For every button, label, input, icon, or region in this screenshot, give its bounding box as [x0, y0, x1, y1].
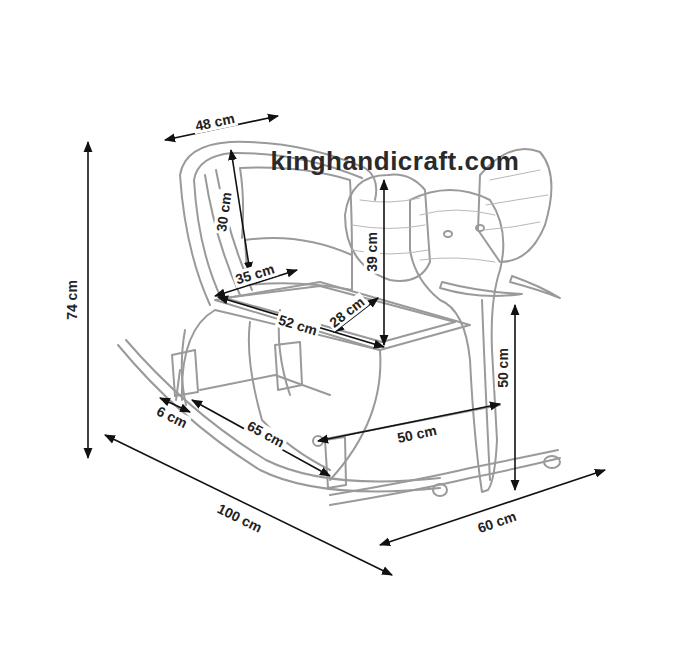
dimension-lines — [88, 116, 605, 575]
elephant-tusk — [510, 276, 560, 298]
dimension-label: 50 cm — [495, 346, 511, 390]
dimension-arrow — [514, 305, 516, 490]
dimension-arrow — [380, 470, 605, 545]
dimension-arrow — [383, 180, 385, 345]
dimension-label: 50 cm — [394, 422, 440, 447]
seat-frame — [182, 310, 380, 400]
leg — [330, 350, 380, 480]
rocker — [126, 340, 440, 481]
rocker-end — [433, 484, 447, 496]
leg — [249, 322, 330, 470]
dimension-label: 65 cm — [243, 417, 289, 452]
dimension-arrow — [192, 400, 330, 476]
binding — [172, 350, 198, 396]
rocker — [330, 450, 558, 495]
dimension-label: 6 cm — [152, 402, 191, 432]
dimension-label: 30 cm — [213, 189, 235, 235]
binding — [275, 342, 302, 390]
dimension-label: 28 cm — [325, 292, 369, 332]
wicker-texture — [352, 170, 548, 262]
elephant-head — [410, 190, 503, 492]
binding — [325, 437, 346, 488]
dimension-label: 39 cm — [364, 230, 380, 274]
elephant-eye — [476, 225, 484, 231]
elephant-eye — [444, 231, 452, 237]
chair-outline — [118, 142, 560, 505]
dimension-label: 74 cm — [64, 278, 80, 322]
rocker — [118, 345, 440, 491]
dimension-arrow — [231, 150, 250, 272]
dimension-label: 52 cm — [275, 311, 321, 339]
rocker — [330, 458, 560, 505]
dimension-arrow — [105, 435, 392, 575]
rocker-end — [544, 456, 560, 468]
elephant-trunk — [482, 300, 490, 480]
dimension-arrow — [87, 142, 89, 458]
dimension-label: 100 cm — [213, 500, 266, 537]
dimension-label: 48 cm — [192, 110, 238, 135]
stretcher — [200, 375, 330, 395]
backrest — [240, 168, 352, 261]
elephant-tusk — [440, 282, 522, 296]
elephant-ear — [345, 175, 430, 281]
watermark: kinghandicraft.com — [269, 146, 522, 176]
